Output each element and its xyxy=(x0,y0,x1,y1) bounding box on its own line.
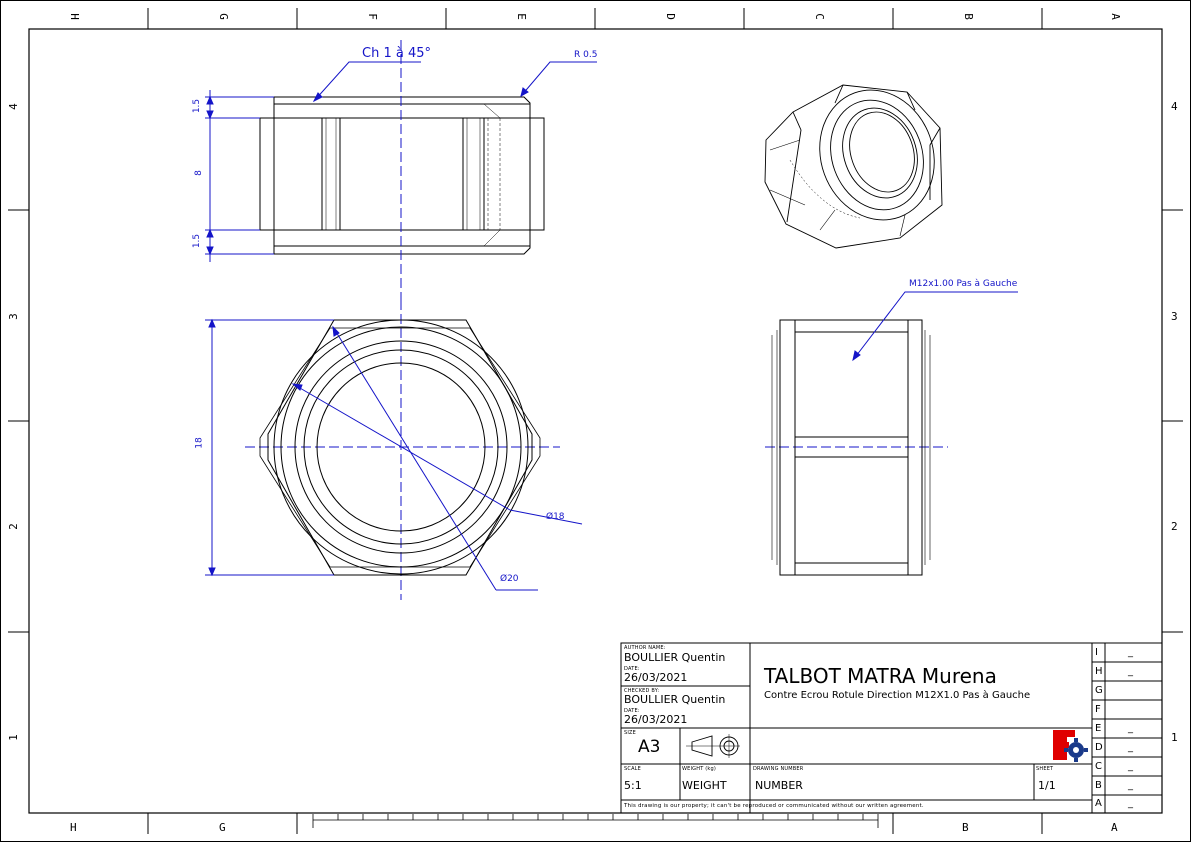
zone-col-f-top: F xyxy=(365,13,379,20)
zone-row-1-left: 1 xyxy=(6,734,20,741)
thickness-dimension-top: 1.5 xyxy=(192,98,203,114)
scale-ruler xyxy=(312,814,879,828)
revision-value-b: _ xyxy=(1128,780,1133,791)
thickness-dimension-bottom: 1.5 xyxy=(192,233,203,249)
revision-letter-b: B xyxy=(1095,780,1102,791)
revision-value-a: _ xyxy=(1128,798,1133,809)
hex-view xyxy=(259,319,541,576)
zone-col-e-top: E xyxy=(514,13,528,20)
drawing-subtitle: Contre Ecrou Rotule Direction M12X1.0 Pa… xyxy=(764,690,1031,701)
revision-value-i: _ xyxy=(1128,647,1133,658)
isometric-view xyxy=(764,84,943,249)
zone-col-b-bottom: B xyxy=(962,821,969,834)
side-view xyxy=(771,319,931,576)
thickness-dimension-middle: 8 xyxy=(193,170,204,176)
author-name: BOULLIER Quentin xyxy=(624,651,726,664)
zone-col-a-bottom: A xyxy=(1111,821,1118,834)
chamfer-dimension: Ch 1 à 45° xyxy=(362,46,431,61)
diameter-20-dimension: Ø20 xyxy=(500,574,519,584)
thread-dimension: M12x1.00 Pas à Gauche xyxy=(909,279,1018,289)
date-value: 26/03/2021 xyxy=(624,671,688,684)
projection-symbol-icon xyxy=(686,734,740,758)
size-label: SIZE xyxy=(624,730,637,736)
zone-col-h-bottom: H xyxy=(70,821,77,834)
zone-col-c-top: C xyxy=(812,13,826,20)
checked-name: BOULLIER Quentin xyxy=(624,693,726,706)
revision-value-d: _ xyxy=(1128,742,1133,753)
checked-label: CHECKED BY: xyxy=(624,688,660,694)
zone-row-2-left: 2 xyxy=(6,523,20,530)
revision-value-c: _ xyxy=(1128,761,1133,772)
zone-row-3-left: 3 xyxy=(6,313,20,320)
drawing-number-label: DRAWING NUMBER xyxy=(753,766,804,772)
drawing-number-value: NUMBER xyxy=(755,779,803,792)
scale-value: 5:1 xyxy=(624,779,642,792)
size-value: A3 xyxy=(638,737,661,757)
diameter-18-dimension: Ø18 xyxy=(546,512,565,522)
revision-letter-c: C xyxy=(1095,761,1102,772)
zone-row-1-right: 1 xyxy=(1171,731,1178,744)
date-label: DATE: xyxy=(624,666,640,672)
zone-col-a-top: A xyxy=(1108,13,1122,20)
author-label: AUTHOR NAME: xyxy=(624,645,666,651)
drawing-title: TALBOT MATRA Murena xyxy=(764,664,997,688)
freecad-logo-icon xyxy=(1053,730,1088,762)
weight-value: WEIGHT xyxy=(682,779,727,792)
zone-row-4-left: 4 xyxy=(6,103,20,110)
revision-value-h: _ xyxy=(1128,666,1133,677)
title-block-frame xyxy=(620,642,1163,814)
scale-label: SCALE xyxy=(624,766,642,772)
zone-col-b-top: B xyxy=(961,13,975,20)
zone-row-3-right: 3 xyxy=(1171,310,1178,323)
zone-row-2-right: 2 xyxy=(1171,520,1178,533)
dimension-lines-hex xyxy=(205,318,583,591)
revision-letter-i: I xyxy=(1095,647,1098,658)
revision-letter-g: G xyxy=(1095,685,1103,696)
revision-letter-e: E xyxy=(1095,723,1102,734)
radius-dimension: R 0.5 xyxy=(574,50,598,60)
checked-date-value: 26/03/2021 xyxy=(624,713,688,726)
property-notice: This drawing is our property; it can't b… xyxy=(624,803,924,809)
across-flats-dimension: 18 xyxy=(194,437,205,449)
dimension-lines-front xyxy=(205,61,597,262)
zone-col-d-top: D xyxy=(663,13,677,20)
sheet-value: 1/1 xyxy=(1038,779,1056,792)
thread-leader xyxy=(852,291,1018,362)
weight-label: WEIGHT (kg) xyxy=(682,766,717,772)
front-view xyxy=(259,96,545,255)
zone-ticks xyxy=(8,8,1183,834)
revision-letter-h: H xyxy=(1095,666,1103,677)
revision-letter-d: D xyxy=(1095,742,1103,753)
sheet-label: SHEET xyxy=(1036,766,1054,772)
zone-col-g-top: G xyxy=(216,13,230,20)
revision-letter-a: A xyxy=(1095,798,1102,809)
revision-letter-f: F xyxy=(1095,704,1101,715)
zone-col-h-top: H xyxy=(67,13,81,20)
zone-row-4-right: 4 xyxy=(1171,100,1178,113)
checked-date-label: DATE: xyxy=(624,708,640,714)
zone-col-g-bottom: G xyxy=(219,821,226,834)
revision-value-e: _ xyxy=(1128,723,1133,734)
